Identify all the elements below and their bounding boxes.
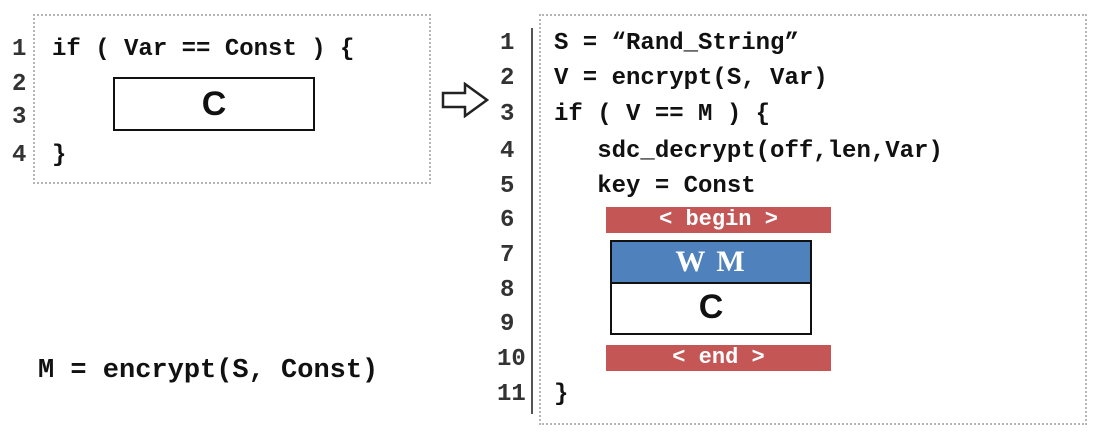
code-line-key-assign: key = Const: [554, 173, 756, 200]
code-line-if-statement: if ( Var == Const ) {: [52, 36, 355, 63]
line-number: 7: [500, 242, 515, 269]
transform-arrow-icon: [441, 82, 489, 118]
original-code-panel: [33, 14, 431, 184]
line-number: 4: [12, 142, 27, 169]
code-line-decrypt-call: sdc_decrypt(off,len,Var): [554, 138, 943, 165]
line-number: 1: [500, 30, 515, 57]
code-line-assign-v: V = encrypt(S, Var): [554, 65, 828, 92]
line-number: 3: [12, 104, 27, 131]
line-number: 6: [500, 207, 515, 234]
line-number-gutter: [497, 28, 533, 414]
code-line-close-brace: }: [52, 142, 67, 169]
line-number: 2: [500, 65, 515, 92]
code-line-if-statement: if ( V == M ) {: [554, 101, 771, 128]
line-number: 5: [500, 173, 515, 200]
block-label: C: [698, 288, 724, 326]
code-block-c: C: [113, 77, 315, 131]
line-number: 4: [500, 138, 515, 165]
line-number: 2: [12, 71, 27, 98]
line-number: 1: [12, 36, 27, 63]
block-label: C: [201, 85, 227, 123]
watermark-label: W M: [612, 242, 810, 284]
code-line-assign-s: S = “Rand_String”: [554, 30, 799, 57]
line-number: 8: [500, 277, 515, 304]
line-number: 10: [497, 346, 526, 373]
begin-marker: < begin >: [606, 207, 831, 233]
transformed-code-panel: [539, 14, 1087, 425]
line-number: 11: [497, 381, 526, 408]
line-number: 9: [500, 311, 515, 338]
end-marker: < end >: [606, 345, 831, 371]
watermarked-block: W M C: [610, 240, 812, 335]
equation-m: M = encrypt(S, Const): [38, 356, 379, 386]
code-line-close-brace: }: [554, 381, 569, 408]
line-number: 3: [500, 101, 515, 128]
